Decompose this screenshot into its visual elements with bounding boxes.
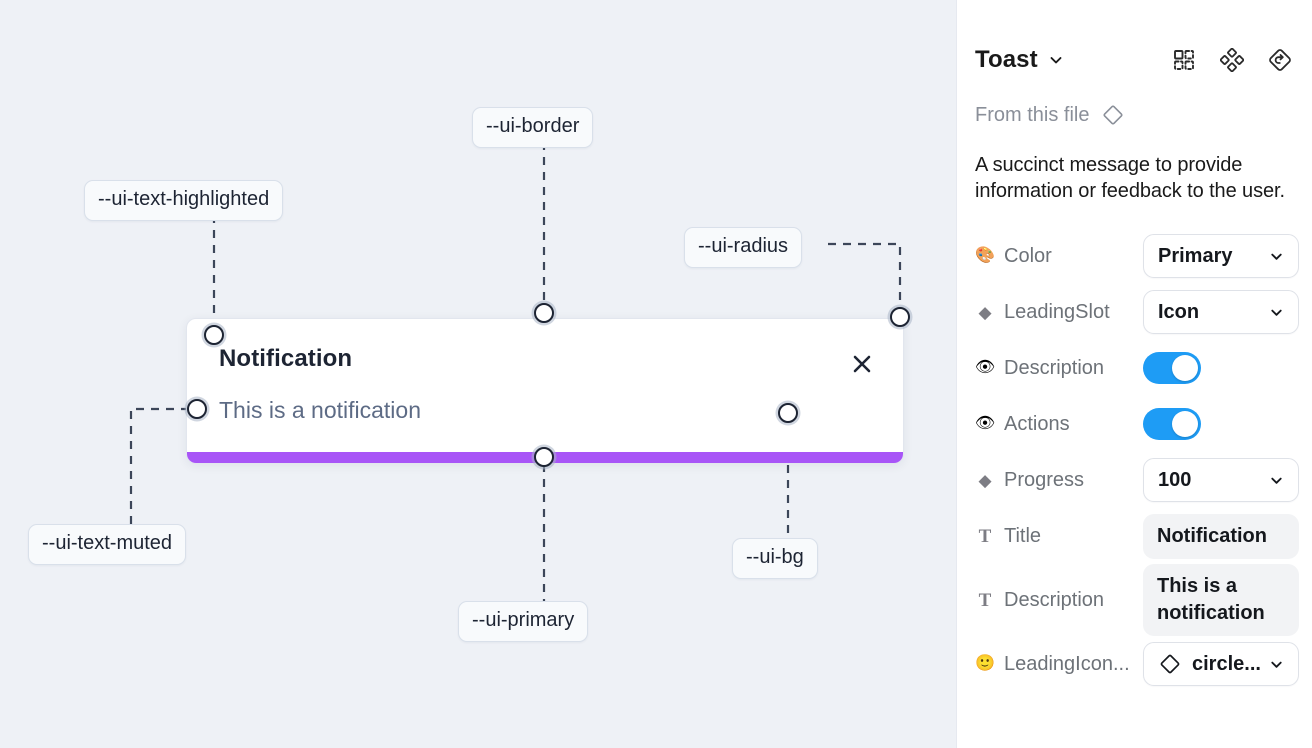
property-control [1143,408,1299,440]
diamond-filled-icon: ◆ [978,302,992,322]
property-label: Title [1004,524,1042,547]
property-label-group: ◆ LeadingSlot [975,301,1143,324]
title-input[interactable]: Notification [1143,513,1299,559]
panel-header: Toast [975,32,1294,88]
chevron-down-icon [1263,305,1284,320]
property-label-group: T Title [975,525,1143,548]
property-control: circle... [1143,642,1299,686]
panel-header-icons [1170,46,1294,74]
token-pill-border[interactable]: --ui-border [472,107,594,148]
toggle-knob [1172,355,1198,381]
token-pill-text-highlighted[interactable]: --ui-text-highlighted [84,180,284,221]
property-label-group: 🎨 Color [975,245,1143,268]
from-this-file-row: From this file [975,100,1294,130]
property-control: This is a notification [1143,564,1299,636]
eye-emoji-icon: 👁 [975,359,996,376]
toast-title: Notification [219,345,353,372]
eye-emoji-icon: 👁 [975,415,996,432]
description-toggle[interactable] [1143,352,1201,384]
toast-component-preview[interactable]: Notification This is a notification [186,318,904,464]
property-row-color: 🎨 Color Primary [975,228,1299,284]
chevron-down-icon [1263,473,1284,488]
property-row-leading-icon: 🙂 LeadingIcon... circle... [975,636,1299,692]
color-select[interactable]: Primary [1143,234,1299,278]
token-handle-text-muted[interactable] [187,399,207,419]
property-control [1143,352,1299,384]
properties-panel: Toast [956,0,1312,748]
from-this-file-label: From this file [975,103,1090,126]
toast-description: This is a notification [219,397,421,423]
text-t-icon: T [978,525,992,547]
progress-select[interactable]: 100 [1143,458,1299,502]
property-label: Color [1004,244,1052,267]
property-row-description-toggle: 👁 Description [975,340,1294,396]
leading-icon-select-value: circle... [1192,652,1261,675]
color-select-value: Primary [1158,244,1233,267]
diamond-filled-icon: ◆ [978,470,992,490]
property-control: Primary [1143,234,1299,278]
token-handle-bg[interactable] [778,403,798,423]
property-control: 100 [1143,458,1299,502]
property-label: Description [1004,588,1105,611]
toggle-knob [1172,411,1198,437]
smiley-emoji-icon: 🙂 [975,655,995,672]
token-handle-text-highlighted[interactable] [204,325,224,345]
chevron-down-icon [1263,657,1284,672]
property-row-actions-toggle: 👁 Actions [975,396,1294,452]
palette-emoji-icon: 🎨 [975,247,995,264]
design-canvas[interactable]: Notification This is a notification --ui… [0,0,956,748]
component-description: A succinct message to provide informatio… [975,154,1285,202]
text-t-icon: T [978,589,992,611]
property-label: LeadingIcon... [1004,652,1130,675]
property-label: LeadingSlot [1004,300,1110,323]
token-pill-primary[interactable]: --ui-primary [458,601,589,642]
wire-radius [828,242,902,310]
property-list: 🎨 Color Primary [975,228,1299,692]
property-label-group: 👁 Actions [975,413,1143,436]
property-label-group: 👁 Description [975,357,1143,380]
property-label-group: 🙂 LeadingIcon... [975,653,1143,676]
token-pill-text-muted[interactable]: --ui-text-muted [28,524,187,565]
token-pill-bg[interactable]: --ui-bg [732,538,818,579]
property-row-title: T Title Notification [975,508,1299,564]
chevron-down-icon [1263,249,1284,264]
leading-slot-select[interactable]: Icon [1143,290,1299,334]
token-handle-border[interactable] [534,303,554,323]
panel-title: Toast [975,46,1038,73]
diamond-outline-icon [1158,652,1182,676]
chevron-down-icon[interactable] [1048,52,1064,68]
diamond-outline-icon [1101,103,1125,127]
component-variants-icon[interactable] [1170,46,1198,74]
token-handle-primary[interactable] [534,447,554,467]
property-row-leading-slot: ◆ LeadingSlot Icon [975,284,1299,340]
token-handle-radius[interactable] [890,307,910,327]
property-label: Description [1004,356,1105,379]
property-row-description-text: T Description This is a notification [975,564,1299,636]
property-control: Icon [1143,290,1299,334]
close-x-icon[interactable] [847,349,877,379]
property-label-group: ◆ Progress [975,469,1143,492]
reset-diamond-icon[interactable] [1266,46,1294,74]
leading-icon-select[interactable]: circle... [1143,642,1299,686]
token-pill-radius[interactable]: --ui-radius [684,227,803,268]
actions-toggle[interactable] [1143,408,1201,440]
property-label: Progress [1004,468,1085,491]
property-label: Actions [1004,412,1070,435]
progress-select-value: 100 [1158,468,1192,491]
property-label-group: T Description [975,589,1143,612]
four-diamonds-icon[interactable] [1218,46,1246,74]
property-control: Notification [1143,513,1299,559]
description-input[interactable]: This is a notification [1143,564,1299,636]
leading-slot-select-value: Icon [1158,300,1200,323]
wire-text-muted [129,407,190,524]
property-row-progress: ◆ Progress 100 [975,452,1299,508]
